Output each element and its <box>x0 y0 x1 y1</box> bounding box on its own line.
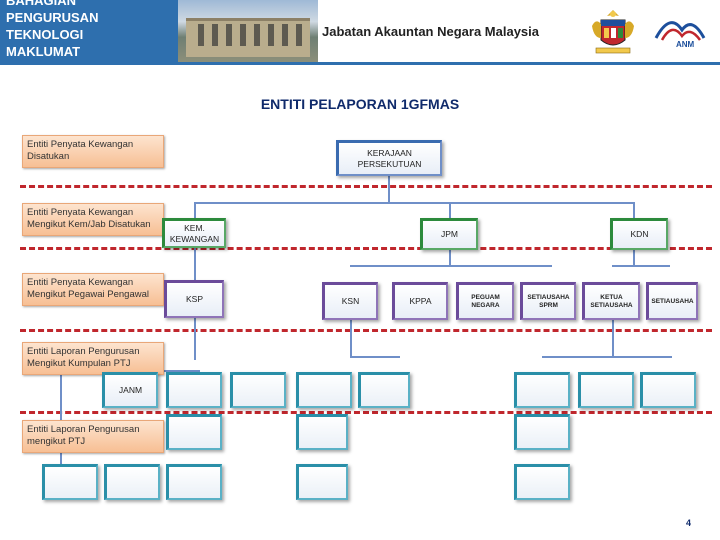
node-ksn: KSN <box>322 282 378 320</box>
connector-line <box>350 265 552 267</box>
connector-line <box>633 250 635 266</box>
node-ptj <box>166 414 222 450</box>
node-kdn: KDN <box>610 218 668 250</box>
dept-line-2: PENGURUSAN <box>6 10 99 25</box>
building-photo <box>178 0 318 62</box>
agency-name: Jabatan Akauntan Negara Malaysia <box>318 0 580 62</box>
node-jpm: JPM <box>420 218 478 250</box>
node-ptj-group <box>578 372 634 408</box>
level-label: Entiti Laporan Pengurusan Mengikut Kumpu… <box>22 342 164 375</box>
node-setiausaha-sprm: SETIAUSAHA SPRM <box>520 282 576 320</box>
department-banner: BAHAGIAN PENGURUSAN TEKNOLOGI MAKLUMAT <box>0 0 178 62</box>
connector-line <box>612 320 614 358</box>
connector-line <box>542 356 672 358</box>
node-ptj-group <box>358 372 410 408</box>
page-title: ENTITI PELAPORAN 1GFMAS <box>260 96 460 112</box>
node-ptj <box>514 414 570 450</box>
node-ketua-setiausaha: KETUA SETIAUSAHA <box>582 282 640 320</box>
node-ptj-group <box>640 372 696 408</box>
level-separator <box>20 247 712 250</box>
level-label: Entiti Penyata Kewangan Mengikut Pegawai… <box>22 273 164 306</box>
node-ptj <box>104 464 160 500</box>
node-janm: JANM <box>102 372 158 408</box>
connector-line <box>388 176 390 204</box>
node-ptj-group <box>296 372 352 408</box>
level-label: Entiti Laporan Pengurusan mengikut PTJ <box>22 420 164 453</box>
node-ksp: KSP <box>164 280 224 318</box>
node-kem-kewangan: KEM. KEWANGAN <box>162 218 226 248</box>
connector-line <box>194 248 196 280</box>
anm-logo <box>654 21 706 41</box>
node-ptj <box>514 464 570 500</box>
node-ptj <box>42 464 98 500</box>
node-ptj <box>296 464 348 500</box>
page-number: 4 <box>686 518 692 528</box>
coat-of-arms-logo <box>592 10 634 54</box>
node-ptj <box>296 414 348 450</box>
level-separator <box>20 411 712 414</box>
connector-line <box>633 202 635 220</box>
header-divider <box>0 62 720 65</box>
node-ptj-group <box>230 372 286 408</box>
connector-line <box>612 265 670 267</box>
connector-line <box>449 250 451 266</box>
dept-line-4: MAKLUMAT <box>6 44 81 59</box>
connector-line <box>350 320 352 358</box>
node-ptj-group <box>166 372 222 408</box>
connector-line <box>194 318 196 360</box>
node-ptj-group <box>514 372 570 408</box>
level-separator <box>20 329 712 332</box>
level-label: Entiti Penyata Kewangan Disatukan <box>22 135 164 168</box>
dept-line-1: BAHAGIAN <box>6 0 77 8</box>
node-setiausaha: SETIAUSAHA <box>646 282 698 320</box>
node-peguam-negara: PEGUAM NEGARA <box>456 282 514 320</box>
node-kppa: KPPA <box>392 282 448 320</box>
dept-line-3: TEKNOLOGI <box>6 27 84 42</box>
node-kerajaan-persekutuan: KERAJAAN PERSEKUTUAN <box>336 140 442 176</box>
level-separator <box>20 185 712 188</box>
anm-logo-text: ANM <box>676 40 695 49</box>
connector-line <box>194 202 634 204</box>
node-ptj <box>166 464 222 500</box>
level-label: Entiti Penyata Kewangan Mengikut Kem/Jab… <box>22 203 164 236</box>
connector-line <box>350 356 400 358</box>
connector-line <box>449 202 451 220</box>
connector-line <box>194 202 196 220</box>
